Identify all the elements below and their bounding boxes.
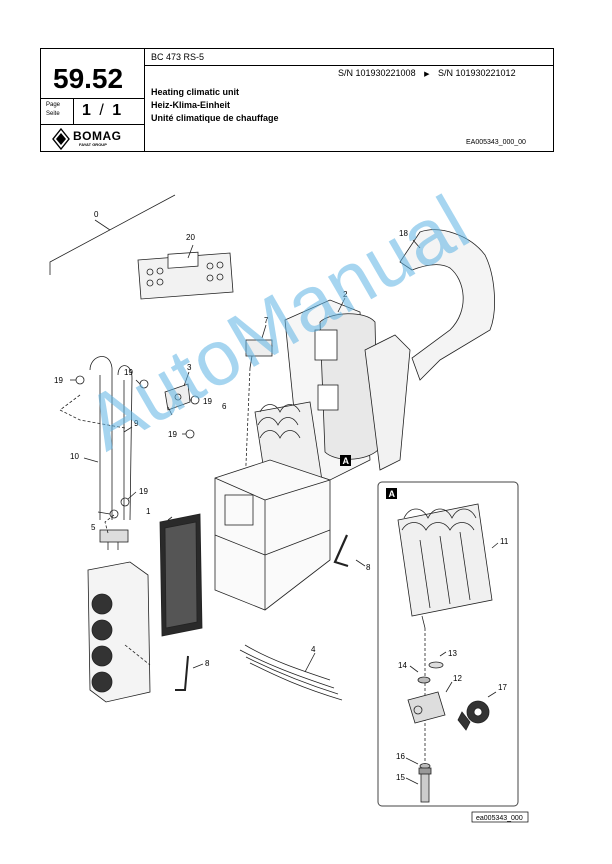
bracket-part (164, 383, 191, 411)
bomag-diamond-icon (52, 127, 70, 151)
callout-label: 9 (134, 419, 139, 428)
callout-label: 11 (500, 537, 509, 546)
drawing-code: ea005343_000 (476, 815, 523, 822)
bomag-logo: BOMAG FAYAT GROUP (52, 127, 134, 151)
valve-block-part (407, 691, 446, 724)
callout-label: 19 (203, 397, 212, 406)
callout-label: 7 (264, 316, 269, 325)
hex-key-part (333, 534, 349, 568)
washer-part (428, 661, 444, 669)
tape-roll-part (457, 700, 490, 731)
model-name: BC 473 RS-5 (151, 52, 205, 62)
title-fr: Unité climatique de chauffage (151, 113, 279, 123)
page-separator: / (99, 102, 104, 119)
callout-label: 16 (396, 752, 405, 761)
callout-label: 17 (498, 683, 507, 692)
logo-sub: FAYAT GROUP (79, 142, 107, 147)
title-de: Heiz-Klima-Einheit (151, 100, 231, 110)
callout-label: 15 (396, 773, 405, 782)
header-divider (73, 98, 74, 124)
callout-label: 13 (448, 649, 457, 658)
valve-part (99, 529, 129, 550)
serial-range: S/N 101930221008 ▶ S/N 101930221012 (338, 68, 516, 78)
callout-label: 20 (186, 233, 195, 242)
serial-to: S/N 101930221012 (438, 68, 516, 78)
callout-label: 14 (398, 661, 407, 670)
callout-label: 19 (139, 487, 148, 496)
logo-brand: BOMAG (73, 129, 122, 143)
callout-label: 19 (124, 368, 133, 377)
callout-label: 6 (222, 402, 227, 411)
page-number: 1 / 1 (82, 102, 121, 120)
duct-cover-part (399, 229, 495, 381)
title-block: Heating climatic unit Heiz-Klima-Einheit… (151, 86, 279, 125)
page-label-block: Page Seite (46, 101, 60, 119)
hex-key-part (175, 655, 189, 691)
page-label: Page (46, 102, 61, 108)
callout-label: 4 (311, 645, 316, 654)
doc-code: EA005343_000_00 (466, 139, 526, 146)
detail-ref-letter: A (343, 456, 350, 466)
callout-label: 12 (453, 674, 462, 683)
detail-a-letter: A (389, 489, 396, 499)
assembly-outline (49, 194, 176, 275)
callout-label: 3 (187, 363, 192, 372)
detail-a-box (386, 488, 397, 499)
callout-label: 5 (91, 523, 96, 532)
callout-label: 8 (205, 659, 210, 668)
callout-label: 1 (146, 507, 151, 516)
detail-ref-box (340, 455, 351, 466)
title-en: Heating climatic unit (151, 87, 240, 97)
callout-label: 18 (399, 229, 408, 238)
callout-label: 0 (94, 210, 99, 219)
cable-harness-part (239, 644, 343, 701)
callout-label: 8 (366, 563, 371, 572)
group-number: 59.52 (53, 63, 124, 94)
callout-label: 19 (168, 430, 177, 439)
header-rule (144, 65, 554, 66)
bolt-part (418, 767, 432, 803)
header-rule (40, 124, 144, 125)
seite-label: Seite (46, 111, 60, 117)
air-outlet-housing-part (87, 561, 151, 703)
serial-from: S/N 101930221008 (338, 68, 416, 78)
arrow-right-icon: ▶ (424, 71, 430, 78)
fitting-part (70, 375, 200, 519)
frame-part (214, 459, 331, 611)
drawing-code-box (471, 811, 529, 823)
header-divider (144, 48, 145, 152)
radiator-part (159, 513, 203, 637)
callout-label: 2 (343, 290, 348, 299)
callout-label: 10 (70, 452, 79, 461)
o-ring-part (417, 676, 431, 684)
pipe-part (89, 356, 133, 521)
housing-part (284, 299, 411, 481)
control-panel-part (137, 251, 234, 300)
header-block (40, 48, 554, 152)
detail-a-frame (377, 481, 519, 807)
callout-label: 19 (54, 376, 63, 385)
header-rule (40, 98, 144, 99)
detail-heat-exchanger-part (397, 503, 493, 617)
page-current: 1 (82, 102, 91, 119)
page-total: 1 (112, 102, 122, 119)
